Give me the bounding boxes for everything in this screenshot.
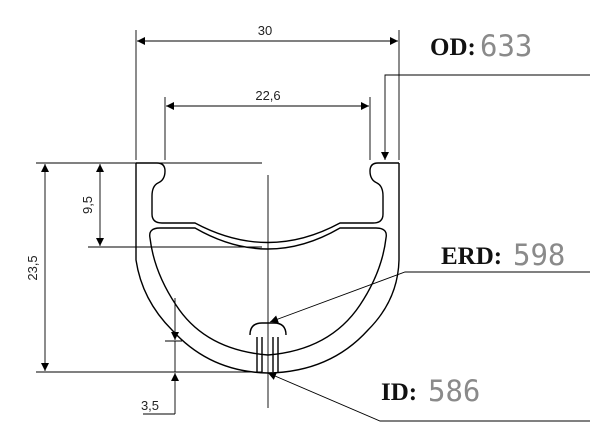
bottom-wall-label: 3,5 — [141, 398, 159, 413]
erd-leader-line — [269, 271, 590, 323]
id-label-value: 586 — [428, 374, 480, 408]
erd-label: ERD: 598 — [441, 238, 565, 272]
od-label: OD: 633 — [430, 29, 532, 63]
od-label-value: 633 — [480, 29, 532, 63]
rim-inner-cavity — [149, 227, 387, 356]
id-leader-line — [267, 372, 590, 422]
inner-width-label: 22,6 — [255, 88, 280, 103]
leader-lines — [267, 74, 590, 422]
id-label-key: ID: — [381, 379, 417, 406]
id-label: ID: 586 — [381, 374, 480, 408]
erd-label-key: ERD: — [441, 243, 502, 270]
rim-depth-label: 23,5 — [25, 255, 40, 280]
dimension-lines — [36, 30, 400, 415]
rim-right-hook — [369, 162, 399, 214]
bead-height-label: 9,5 — [80, 196, 95, 214]
outer-width-label: 30 — [258, 23, 272, 38]
rim-left-hook — [136, 162, 166, 214]
erd-label-value: 598 — [513, 238, 565, 272]
od-label-key: OD: — [430, 34, 476, 61]
od-leader-line — [381, 74, 590, 160]
